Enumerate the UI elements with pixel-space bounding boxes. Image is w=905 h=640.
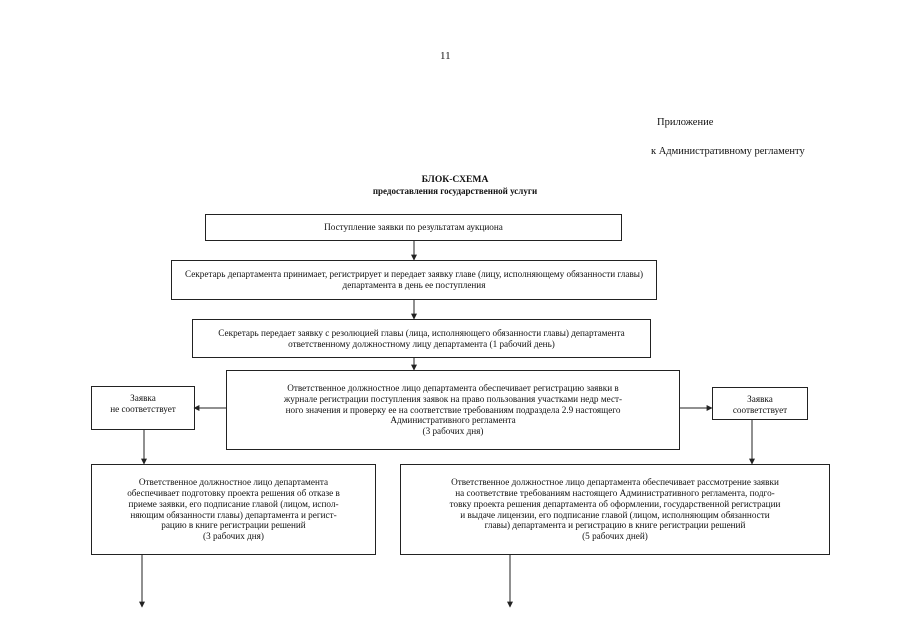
condition-compliant: Заявка соответствует: [712, 387, 808, 420]
diagram-title: БЛОК-СХЕМА: [421, 174, 489, 185]
page-number: 11: [440, 50, 451, 62]
step-official-registers: Ответственное должностное лицо департаме…: [226, 370, 680, 450]
step-secretary-forwards: Секретарь передает заявку с резолюцией г…: [192, 319, 651, 358]
step-secretary-registers-text: Секретарь департамента принимает, регист…: [184, 269, 644, 290]
step-official-registers-text: Ответственное должностное лицо департаме…: [283, 383, 623, 437]
result-rejection: Ответственное должностное лицо департаме…: [91, 464, 376, 555]
condition-compliant-text: Заявка соответствует: [732, 394, 788, 415]
appendix-title: Приложение: [657, 117, 714, 128]
step-application-received: Поступление заявки по результатам аукцио…: [205, 214, 622, 241]
condition-not-compliant-text: Заявка не соответствует: [110, 393, 176, 414]
result-approval-text: Ответственное должностное лицо департаме…: [449, 477, 781, 542]
result-rejection-text: Ответственное должностное лицо департаме…: [127, 477, 340, 542]
step-secretary-registers: Секретарь департамента принимает, регист…: [171, 260, 657, 300]
step-secretary-forwards-text: Секретарь передает заявку с резолюцией г…: [218, 327, 625, 349]
step-application-received-text: Поступление заявки по результатам аукцио…: [324, 222, 503, 233]
condition-not-compliant: Заявка не соответствует: [91, 386, 195, 430]
result-approval: Ответственное должностное лицо департаме…: [400, 464, 830, 555]
appendix-subtitle: к Административному регламенту: [651, 146, 805, 157]
diagram-subtitle: предоставления государственной услуги: [372, 186, 538, 196]
